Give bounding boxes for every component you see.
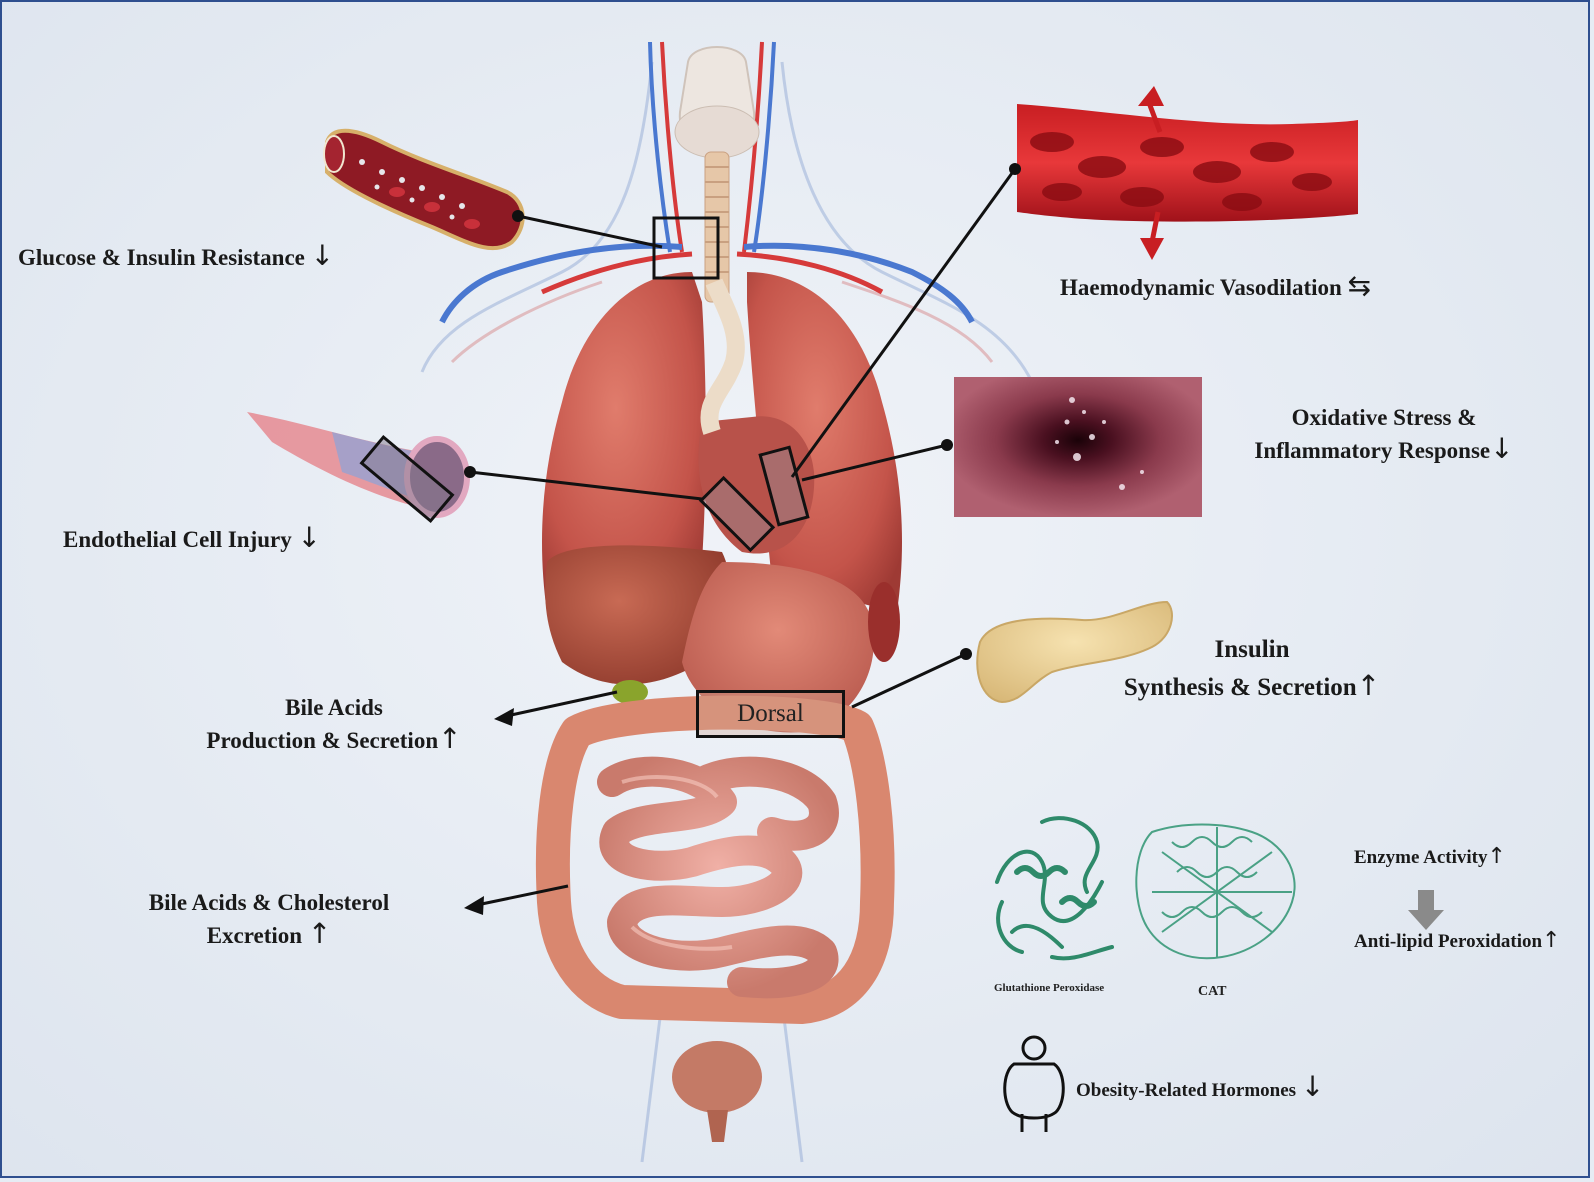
down-arrow-icon bbox=[1408, 890, 1444, 930]
gallbladder bbox=[612, 680, 648, 704]
down-arrow-icon: ↓ bbox=[1300, 1070, 1325, 1103]
background-vessels bbox=[420, 61, 1034, 1163]
liver bbox=[545, 545, 731, 685]
up-arrow-icon: ↑ bbox=[1542, 928, 1561, 953]
thyroid-trachea bbox=[674, 46, 760, 303]
small-intestine bbox=[597, 756, 839, 999]
large-intestine bbox=[535, 695, 895, 1024]
protein-structure-icon bbox=[995, 816, 1114, 961]
lung-box bbox=[758, 445, 810, 527]
person-icon bbox=[1003, 1035, 1065, 1132]
bidirectional-arrow-icon: ⇆ bbox=[1347, 269, 1372, 302]
bladder bbox=[672, 1041, 762, 1113]
down-arrow-icon: ↓ bbox=[310, 239, 335, 272]
enzyme-activity-label: Enzyme Activity↑ bbox=[1354, 844, 1506, 869]
endothelial-vessel-illustration bbox=[247, 412, 470, 524]
down-arrow-icon: ↓ bbox=[1490, 432, 1514, 465]
up-arrow-icon: ↑ bbox=[1356, 669, 1381, 702]
cat-protein-structure-icon bbox=[1135, 823, 1296, 960]
connector-lines bbox=[469, 168, 1017, 908]
haemodynamic-label: Haemodynamic Vasodilation ⇆ bbox=[1060, 269, 1372, 302]
glucose-insulin-label: Glucose & Insulin Resistance ↓ bbox=[18, 239, 335, 272]
insulin-secretion-label: Insulin Synthesis & Secretion↑ bbox=[1123, 636, 1381, 702]
neck-vessel-box bbox=[652, 216, 720, 280]
heart bbox=[698, 416, 815, 554]
pancreas-illustration bbox=[976, 600, 1173, 704]
aorta bbox=[700, 278, 745, 435]
vessel-cross-section-illustration bbox=[323, 128, 525, 251]
stomach bbox=[682, 562, 874, 733]
vessel-lumen-illustration bbox=[954, 377, 1202, 517]
blood-flow-illustration bbox=[1017, 86, 1358, 260]
left-lung bbox=[542, 272, 706, 612]
connector-arrowheads bbox=[464, 708, 514, 915]
glutathione-peroxidase-caption: Glutathione Peroxidase bbox=[994, 982, 1105, 994]
anti-lipid-peroxidation-label: Anti-lipid Peroxidation↑ bbox=[1354, 928, 1561, 953]
down-arrow-icon: ↓ bbox=[297, 521, 321, 554]
up-arrow-icon: ↑ bbox=[1487, 844, 1506, 869]
lumen-particles bbox=[1055, 397, 1144, 490]
intestine-highlights bbox=[621, 775, 733, 951]
connector-dots bbox=[464, 163, 1021, 660]
heart-box bbox=[698, 475, 776, 553]
urethra bbox=[707, 1110, 728, 1142]
up-arrow-icon: ↑ bbox=[307, 917, 332, 950]
cat-caption: CAT bbox=[1198, 984, 1227, 999]
spleen bbox=[868, 582, 900, 662]
bile-acids-excretion-label: Bile Acids & Cholesterol Excretion ↑ bbox=[148, 890, 390, 950]
bile-acids-production-label: Bile Acids Production & Secretion↑ bbox=[206, 695, 462, 755]
obesity-hormones-label: Obesity-Related Hormones ↓ bbox=[1076, 1070, 1325, 1103]
oxidative-stress-label: Oxidative Stress & Inflammatory Response… bbox=[1254, 405, 1514, 465]
endothelial-injury-label: Endothelial Cell Injury ↓ bbox=[63, 521, 321, 554]
neck-vessels bbox=[439, 41, 975, 324]
up-arrow-icon: ↑ bbox=[438, 722, 462, 755]
dorsal-box: Dorsal bbox=[696, 690, 845, 738]
